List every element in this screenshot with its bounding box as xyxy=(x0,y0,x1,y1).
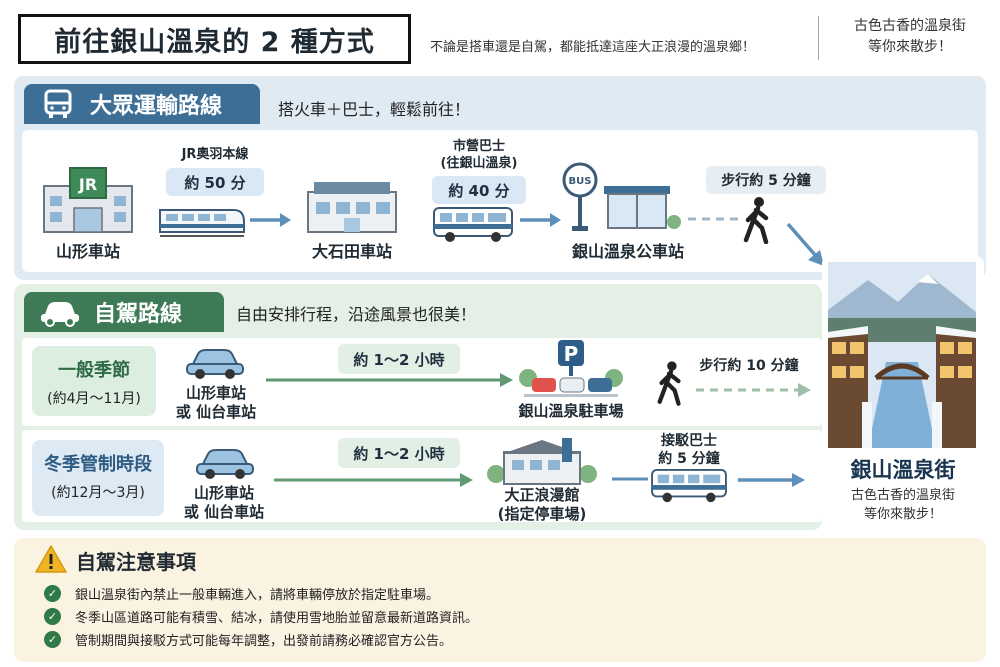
tagline-line-1: 古色古香的溫泉街 xyxy=(854,18,966,34)
bus-time: 約 40 分 xyxy=(432,176,526,204)
shuttle-label: 接駁巴士 約 5 分鐘 xyxy=(646,432,732,468)
bus-line-name: 市營巴士 xyxy=(452,139,505,154)
drive-tab-label: 自駕路線 xyxy=(94,302,183,327)
dashed-arrow-icon xyxy=(696,383,811,397)
header-tagline: 古色古香的溫泉街 等你來散步！ xyxy=(830,16,990,58)
origin-sendai: 或 仙台車站 xyxy=(175,403,257,421)
list-item: ✓ 銀山溫泉街內禁止一般車輛進入，請將車輛停放於指定駐車場。 xyxy=(44,584,439,603)
walking-person-icon xyxy=(743,197,769,244)
destination-title: 銀山溫泉街 xyxy=(850,458,956,482)
season-winter-period: (約12月～3月) xyxy=(51,485,145,501)
car-icon xyxy=(186,349,244,379)
lot-name: 大正浪漫館 xyxy=(504,486,580,504)
transit-note: 搭火車＋巴士，輕鬆前往！ xyxy=(278,100,471,119)
ginzan-onsen-illustration xyxy=(828,262,976,448)
season-normal-title: 一般季節 xyxy=(58,360,130,381)
lot-desc: (指定停車場) xyxy=(497,505,587,523)
note-text: 管制期間與接駁方式可能每年調整，出發前請務必確認官方公告。 xyxy=(75,634,453,649)
bus-icon xyxy=(44,89,72,118)
check-icon: ✓ xyxy=(44,631,61,648)
origin-yamagata: 山形車站 xyxy=(185,384,246,402)
shuttle-bus-icon xyxy=(651,468,727,503)
walk-time-transit: 步行約 5 分鐘 xyxy=(706,166,826,194)
taisho-roman-kan-icon xyxy=(487,438,597,485)
drive-winter-origin: 山形車站 或 仙台車站 xyxy=(176,484,272,522)
station-yamagata: 山形車站 xyxy=(55,242,120,261)
arrow-icon xyxy=(274,473,473,487)
drive-section-tab: 自駕路線 xyxy=(24,292,224,332)
driving-notes-title: 自駕注意事項 xyxy=(76,550,196,574)
drive-winter-time: 約 1～2 小時 xyxy=(338,438,460,468)
city-bus-icon xyxy=(433,207,513,242)
check-icon: ✓ xyxy=(44,585,61,602)
arrow-to-destination-icon xyxy=(786,222,824,266)
parking-sign: P xyxy=(564,342,579,366)
parking-lot-icon: P xyxy=(519,340,623,397)
season-normal-box: 一般季節 (約4月～11月) xyxy=(32,346,156,416)
bus-sign: BUS xyxy=(569,176,592,187)
shuttle-name: 接駁巴士 xyxy=(661,433,717,449)
destination-description: 古色古香的溫泉街 等你來散步！ xyxy=(822,486,984,524)
origin-yamagata: 山形車站 xyxy=(193,484,254,502)
bus-stop-ginzan: 銀山溫泉公車站 xyxy=(571,242,684,261)
arrow-icon xyxy=(266,373,513,387)
header-divider xyxy=(818,16,819,60)
tagline-line-2: 等你來散步！ xyxy=(868,39,952,55)
train-icon xyxy=(159,209,245,237)
bus-line-destination: (往銀山溫泉) xyxy=(440,156,518,171)
drive-normal-time: 約 1～2 小時 xyxy=(338,344,460,374)
list-item: ✓ 管制期間與接駁方式可能每年調整，出發前請務必確認官方公告。 xyxy=(44,630,452,649)
drive-note: 自由安排行程，沿途風景也很美！ xyxy=(236,305,477,324)
dashed-connector xyxy=(688,217,740,221)
destination-desc-line-2: 等你來散步！ xyxy=(863,507,942,522)
transit-tab-label: 大眾運輸路線 xyxy=(90,94,223,119)
jr-sign: JR xyxy=(78,175,97,194)
warning-icon xyxy=(35,545,67,573)
oishida-station-icon xyxy=(307,182,397,233)
bus-stop-icon: BUS xyxy=(562,162,681,231)
train-time: 約 50 分 xyxy=(166,168,264,196)
origin-sendai: 或 仙台車站 xyxy=(183,503,265,521)
arrow-icon xyxy=(520,213,561,227)
station-oishida: 大石田車站 xyxy=(311,242,392,261)
arrow-icon xyxy=(738,473,805,487)
walking-person-icon xyxy=(657,361,681,406)
parking-ginzan: 銀山溫泉駐車場 xyxy=(518,402,624,420)
note-text: 銀山溫泉街內禁止一般車輛進入，請將車輛停放於指定駐車場。 xyxy=(75,588,440,603)
yamagata-station-icon: JR xyxy=(43,167,133,233)
season-winter-title: 冬季管制時段 xyxy=(44,454,152,475)
transit-section-tab: 大眾運輸路線 xyxy=(24,84,260,124)
drive-normal-origin: 山形車站 或 仙台車站 xyxy=(168,384,264,422)
shuttle-time: 約 5 分鐘 xyxy=(658,451,720,467)
car-icon xyxy=(196,449,254,479)
page-subtitle: 不論是搭車還是自駕，都能抵達這座大正浪漫的溫泉鄉！ xyxy=(430,40,756,55)
car-icon xyxy=(41,302,79,327)
season-winter-box: 冬季管制時段 (約12月～3月) xyxy=(32,440,164,516)
page-title: 前往銀山溫泉的 2 種方式 xyxy=(18,14,411,64)
bus-line-label: 市營巴士 (往銀山溫泉) xyxy=(424,138,534,172)
walk-time-drive: 步行約 10 分鐘 xyxy=(699,358,799,374)
destination-desc-line-1: 古色古香的溫泉街 xyxy=(850,488,955,503)
driving-notes-panel xyxy=(14,538,986,662)
check-icon: ✓ xyxy=(44,608,61,625)
train-line-label: JR奧羽本線 xyxy=(181,147,249,162)
connector-line xyxy=(612,477,648,481)
season-normal-period: (約4月～11月) xyxy=(47,391,141,407)
arrow-icon xyxy=(250,213,291,227)
list-item: ✓ 冬季山區道路可能有積雪、結冰，請使用雪地胎並留意最新道路資訊。 xyxy=(44,607,478,626)
taisho-roman-kan-label: 大正浪漫館 (指定停車場) xyxy=(480,486,604,524)
note-text: 冬季山區道路可能有積雪、結冰，請使用雪地胎並留意最新道路資訊。 xyxy=(75,611,479,626)
